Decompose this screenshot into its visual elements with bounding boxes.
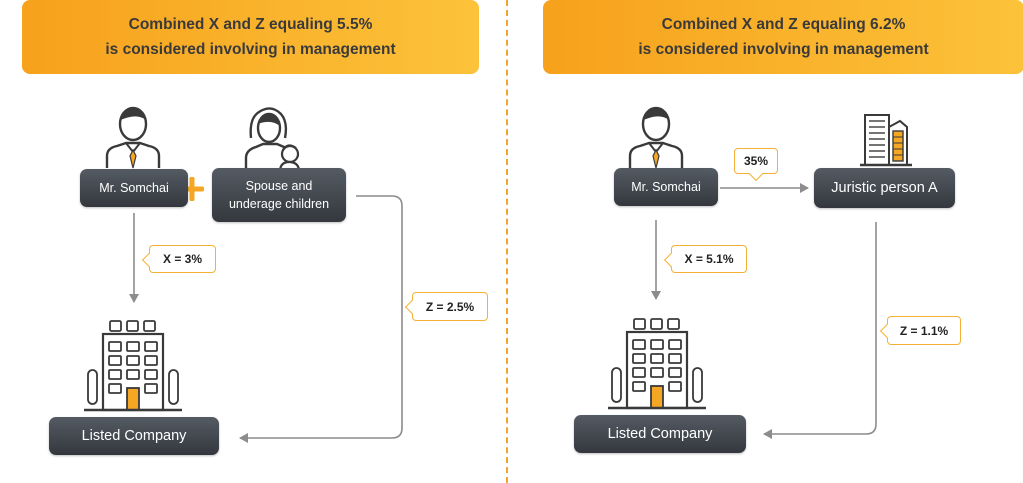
right-person-label: Mr. Somchai (631, 180, 701, 194)
left-family-node: Spouse and underage children (212, 168, 346, 222)
right-header-line2: is considered involving in management (638, 41, 929, 58)
left-person-label: Mr. Somchai (99, 181, 169, 195)
left-panel: Combined X and Z equaling 5.5% is consid… (22, 0, 479, 74)
right-z-tag-label: Z = 1.1% (899, 323, 949, 338)
office-building-icon (84, 320, 182, 412)
left-z-arrow (239, 195, 403, 443)
panel-divider (506, 0, 508, 483)
right-company-node: Listed Company (574, 415, 746, 453)
right-panel: Combined X and Z equaling 6.2% is consid… (512, 0, 1023, 483)
left-header-line1: Combined X and Z equaling 5.5% (128, 16, 373, 33)
office-building-icon (608, 318, 706, 410)
businessman-icon (105, 106, 161, 169)
mother-child-icon (244, 107, 301, 171)
left-x-tag-label: X = 3% (162, 252, 203, 266)
left-family-line1: Spouse and (245, 179, 313, 193)
left-company-node: Listed Company (49, 417, 219, 455)
right-ownership-tag-label: 35% (743, 154, 769, 168)
left-company-label: Listed Company (81, 428, 187, 444)
right-header-line1: Combined X and Z equaling 6.2% (661, 16, 906, 33)
businessman-icon (628, 106, 684, 169)
right-x-tag: X = 5.1% (663, 245, 747, 273)
left-family-line2: underage children (228, 197, 330, 211)
right-z-tag: Z = 1.1% (879, 316, 961, 345)
right-juristic-label: Juristic person A (831, 180, 938, 196)
left-person-node: Mr. Somchai (80, 169, 188, 207)
left-header-banner: Combined X and Z equaling 5.5% is consid… (22, 0, 479, 74)
right-ownership-tag: 35% (734, 148, 778, 182)
right-company-label: Listed Company (607, 426, 713, 442)
right-x-tag-label: X = 5.1% (684, 252, 734, 266)
right-juristic-node: Juristic person A (814, 168, 955, 208)
right-header-banner: Combined X and Z equaling 6.2% is consid… (543, 0, 1023, 74)
left-header-line2: is considered involving in management (105, 41, 396, 58)
right-z-arrow (763, 222, 877, 439)
left-x-tag: X = 3% (141, 245, 216, 273)
skyscraper-icon (860, 114, 912, 167)
left-z-tag: Z = 2.5% (404, 292, 488, 321)
left-z-tag-label: Z = 2.5% (425, 299, 475, 314)
right-person-node: Mr. Somchai (614, 168, 718, 206)
